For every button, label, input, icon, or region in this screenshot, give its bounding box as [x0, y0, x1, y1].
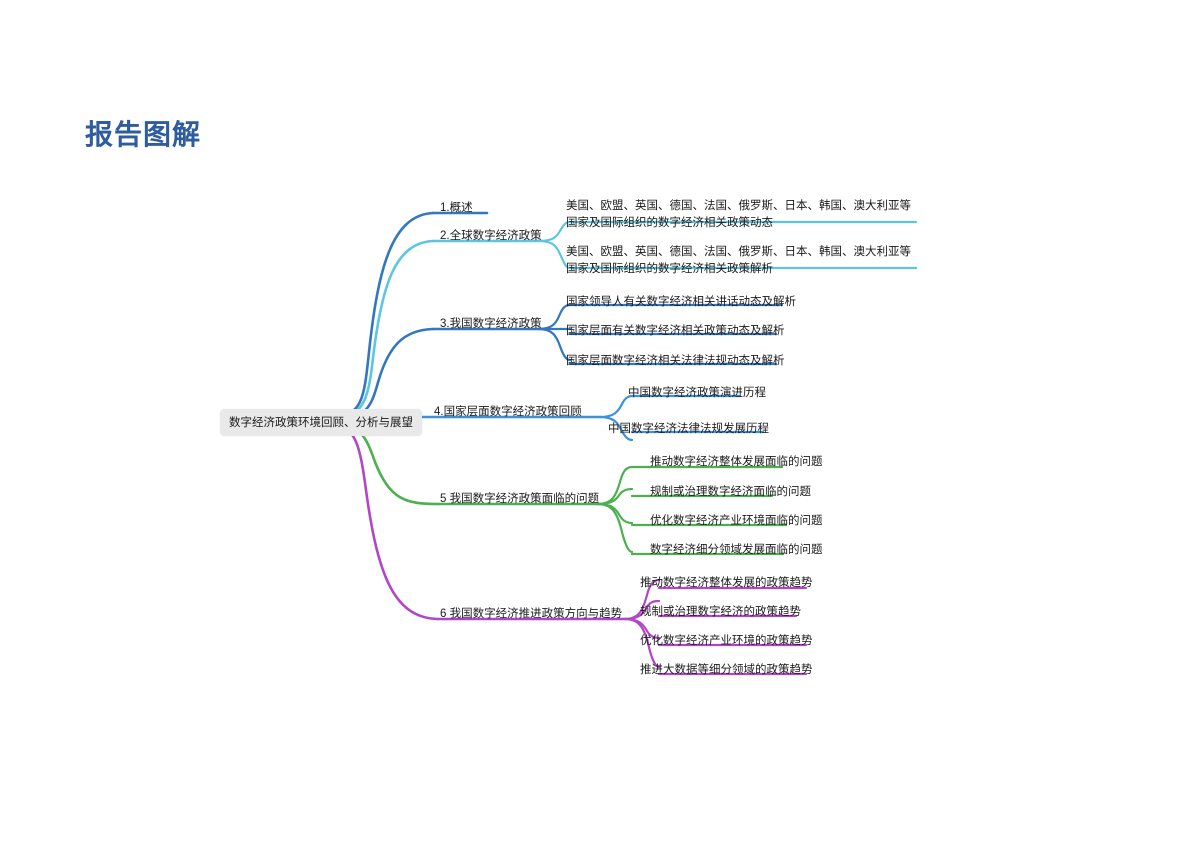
fork-branch-4-child-0 — [598, 394, 634, 419]
branch-label-1[interactable]: 1.概述 — [440, 202, 473, 214]
leaf-b4-c0[interactable]: 中国数字经济政策演进历程 — [628, 387, 766, 399]
leaf-b6-c3[interactable]: 推进大数据等细分领域的政策趋势 — [640, 664, 813, 676]
branch-label-6[interactable]: 6 我国数字经济推进政策方向与趋势 — [440, 608, 623, 620]
fork-branch-3-child-2 — [536, 327, 572, 362]
leaf-b6-c2[interactable]: 优化数字经济产业环境的政策趋势 — [640, 635, 813, 647]
leaf-b2-c0[interactable]: 美国、欧盟、英国、德国、法国、俄罗斯、日本、韩国、澳大利亚等国家及国际组织的数字… — [566, 200, 911, 229]
page-title: 报告图解 — [85, 119, 202, 150]
fork-branch-6 — [623, 578, 808, 676]
root-node[interactable]: 数字经济政策环境回顾、分析与展望 — [220, 409, 422, 436]
leaf-b5-c1[interactable]: 规制或治理数字经济面临的问题 — [650, 486, 811, 498]
fork-branch-4-child-1 — [598, 415, 634, 442]
fork-branch-6-child-1 — [623, 599, 661, 621]
fork-branch-6-child-3 — [623, 617, 661, 669]
branch-underlines — [431, 211, 627, 621]
fork-branch-2 — [536, 220, 918, 270]
leaf-b6-c0[interactable]: 推动数字经济整体发展的政策趋势 — [640, 577, 813, 589]
leaf-b3-c0[interactable]: 国家领导人有关数字经济相关讲话动态及解析 — [566, 296, 796, 308]
leaf-b5-c3[interactable]: 数字经济细分领域发展面临的问题 — [650, 544, 823, 556]
connector-branch-2 — [328, 239, 435, 420]
fork-branch-5-child-1 — [596, 487, 634, 506]
branch-label-4[interactable]: 4.国家层面数字经济政策回顾 — [434, 406, 582, 418]
leaf-b3-c1[interactable]: 国家层面有关数字经济相关政策动态及解析 — [566, 325, 785, 337]
leaf-b6-c1[interactable]: 规制或治理数字经济的政策趋势 — [640, 606, 801, 618]
connector-branch-6 — [330, 422, 440, 621]
leaf-b3-c2[interactable]: 国家层面数字经济相关法律法规动态及解析 — [566, 355, 785, 367]
leaf-b5-c0[interactable]: 推动数字经济整体发展面临的问题 — [650, 456, 823, 468]
branch-label-5[interactable]: 5 我国数字经济政策面临的问题 — [440, 493, 600, 505]
fork-branch-3 — [536, 303, 784, 366]
fork-branch-2-child-1 — [536, 239, 572, 270]
fork-branch-3-child-0 — [536, 303, 572, 331]
fork-branch-5-child-3 — [596, 502, 634, 554]
branch-label-2[interactable]: 2.全球数字经济政策 — [440, 230, 542, 242]
fork-branch-4 — [598, 394, 765, 442]
leaf-b2-c1[interactable]: 美国、欧盟、英国、德国、法国、俄罗斯、日本、韩国、澳大利亚等国家及国际组织的数字… — [566, 246, 911, 275]
leaf-b5-c2[interactable]: 优化数字经济产业环境面临的问题 — [650, 515, 823, 527]
leaf-b4-c1[interactable]: 中国数字经济法律法规发展历程 — [608, 423, 769, 435]
connector-branch-3 — [328, 327, 435, 421]
branch-label-3[interactable]: 3.我国数字经济政策 — [440, 318, 542, 330]
fork-branch-2-child-0 — [536, 220, 572, 243]
fork-branch-5 — [596, 465, 788, 556]
